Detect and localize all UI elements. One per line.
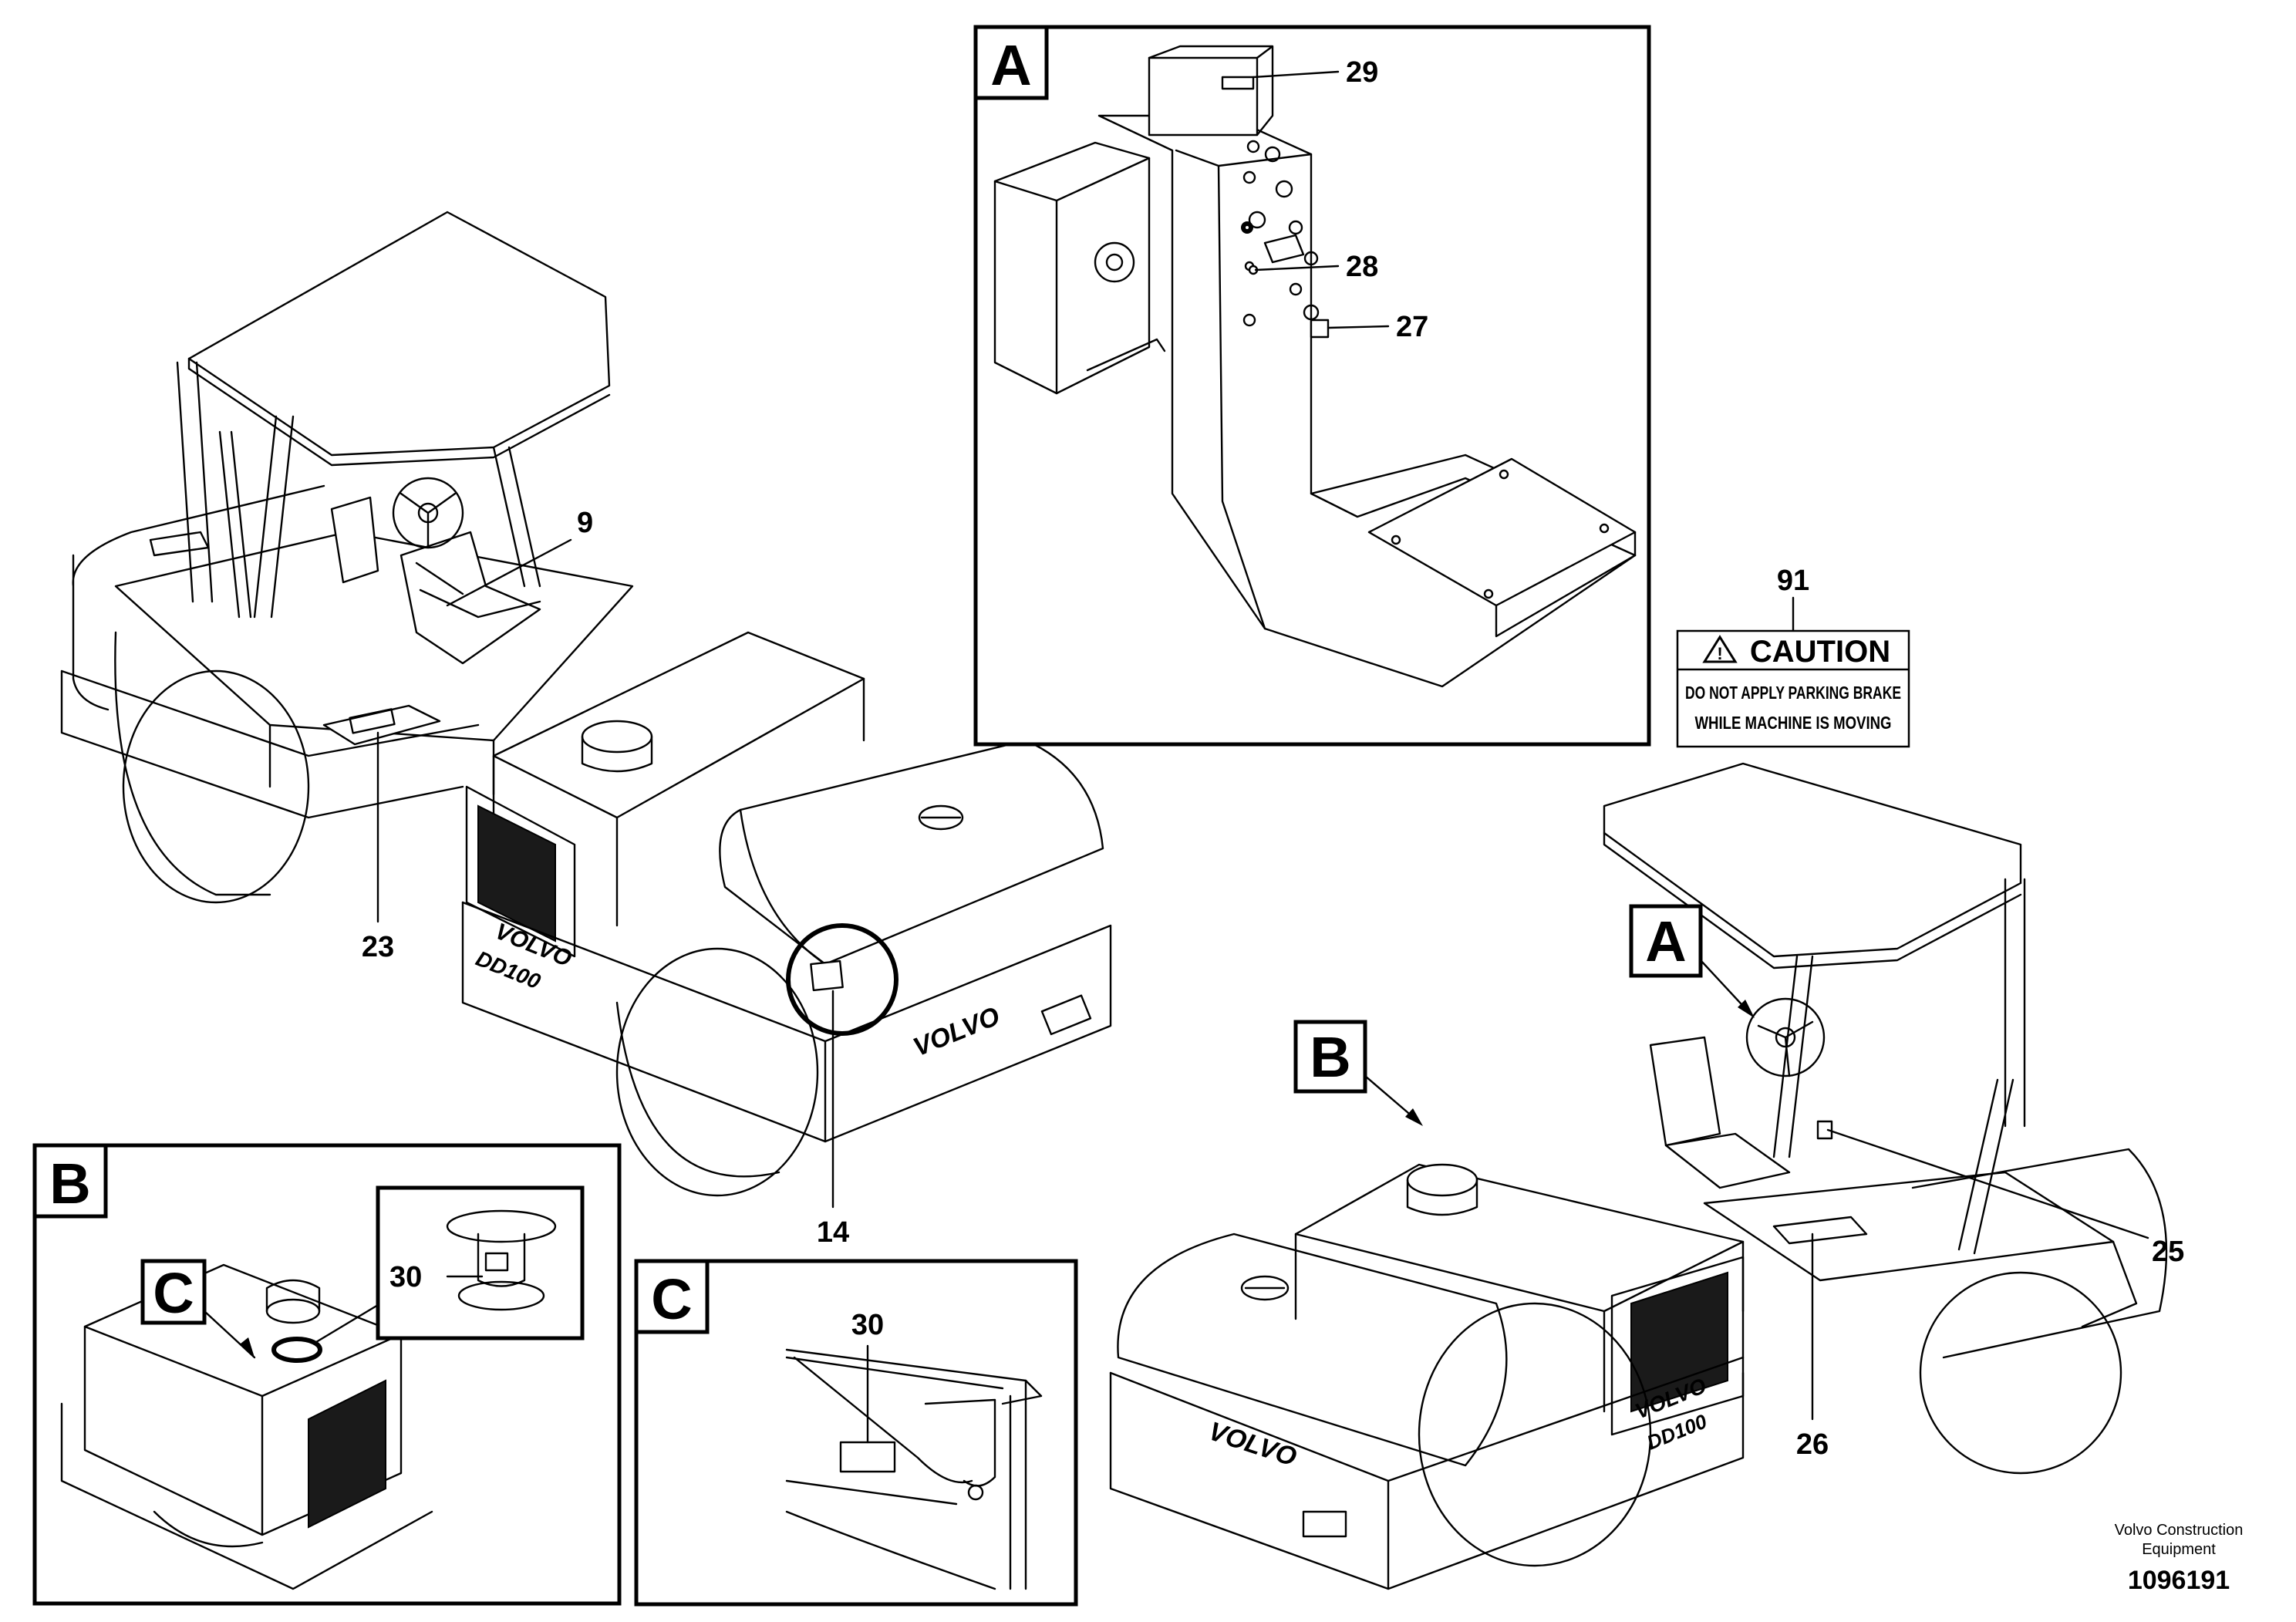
view-pointers: A B: [1293, 904, 1755, 1126]
warning-triangle-icon: [1702, 635, 1738, 663]
footer: Volvo Construction Equipment 1096191: [2115, 1522, 2244, 1595]
main-callouts: 9 23 14 25 26: [362, 507, 2184, 1461]
callout-14: 14: [817, 1216, 849, 1249]
callout-9: 9: [577, 507, 593, 539]
caution-line-2: WHILE MACHINE IS MOVING: [1695, 713, 1892, 733]
view-letter-b-pointer: B: [1310, 1025, 1350, 1089]
view-letter-a-pointer: A: [1645, 909, 1686, 973]
callout-29: 29: [1346, 56, 1378, 89]
view-letter-b-panel: B: [49, 1152, 90, 1216]
view-letter-c-panel: C: [651, 1267, 692, 1331]
callout-28: 28: [1346, 251, 1378, 283]
roller-right-illustration: VOLVO VOLVO DD100: [1109, 762, 2168, 1590]
footer-company-line2: Equipment: [2142, 1541, 2216, 1558]
caution-decal: 91 ! CAUTION DO NOT APPLY PARKING BRAKE …: [1676, 565, 1910, 748]
callout-26: 26: [1796, 1428, 1829, 1461]
brand-marking-center-front: VOLVO: [909, 1001, 1004, 1062]
callout-91: 91: [1777, 565, 1809, 597]
view-letter-a-panel: A: [990, 33, 1031, 97]
footer-company-line1: Volvo Construction: [2115, 1522, 2244, 1539]
caution-line-1: DO NOT APPLY PARKING BRAKE: [1685, 683, 1901, 703]
callout-30-c: 30: [851, 1309, 884, 1341]
callout-25: 25: [2152, 1236, 2184, 1268]
view-letter-c-pointer: C: [153, 1261, 194, 1325]
callout-23: 23: [362, 931, 394, 963]
callout-30-b: 30: [389, 1261, 422, 1293]
brand-marking-right-front: VOLVO: [1205, 1416, 1300, 1472]
roller-left-illustration: [60, 211, 634, 904]
detail-panel-b: B 30 C: [32, 1143, 622, 1606]
caution-title: CAUTION: [1750, 635, 1890, 669]
svg-text:!: !: [1717, 644, 1722, 663]
detail-panel-a: A: [973, 25, 1651, 747]
detail-panel-c: C 30: [634, 1259, 1078, 1607]
callout-27: 27: [1396, 311, 1428, 343]
document-number: 1096191: [2128, 1566, 2230, 1595]
